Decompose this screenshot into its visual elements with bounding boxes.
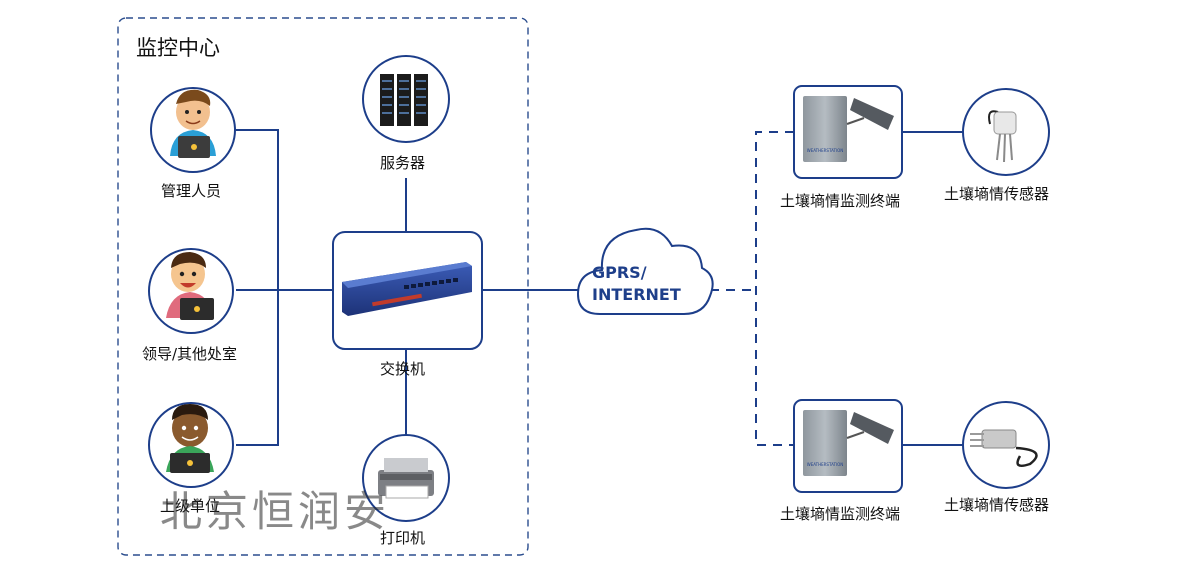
leader-icon [148, 248, 234, 334]
server-icon [362, 55, 450, 143]
terminal-bottom-label: 土壤墒情监测终端 [780, 505, 901, 523]
monitoring-center-title: 监控中心 [136, 36, 220, 60]
sensor-top-icon [962, 88, 1050, 176]
terminal-top-icon: WEATHERSTATION [793, 85, 903, 179]
wireless-links [710, 131, 794, 446]
printer-icon [362, 434, 450, 522]
switch-label: 交换机 [380, 360, 426, 378]
superior-icon [148, 402, 234, 488]
connection-lines [236, 129, 963, 446]
server-label: 服务器 [380, 154, 426, 172]
cloud-label-line2: INTERNET [592, 285, 681, 304]
watermark: 北京恒润安 [160, 487, 391, 536]
terminal-top-brand: WEATHERSTATION [807, 148, 844, 153]
printer-label: 打印机 [380, 529, 426, 547]
leader-label: 领导/其他处室 [142, 345, 238, 363]
sensor-bottom-label: 土壤墒情传感器 [944, 496, 1050, 514]
gprs-internet-cloud [576, 227, 714, 315]
sensor-top-label: 土壤墒情传感器 [944, 185, 1050, 203]
sensor-bottom-icon [962, 401, 1050, 489]
terminal-top-label: 土壤墒情监测终端 [780, 192, 901, 210]
manager-icon [150, 87, 236, 173]
cloud-label-line1: GPRS/ [592, 263, 647, 282]
superior-label: 上级单位 [160, 497, 221, 515]
terminal-bottom-brand: WEATHERSTATION [807, 462, 844, 467]
manager-label: 管理人员 [161, 182, 222, 200]
monitoring-center-boundary [117, 17, 529, 556]
switch-icon [332, 231, 483, 350]
terminal-bottom-icon: WEATHERSTATION [793, 399, 903, 493]
cloud-label: GPRS/ INTERNET [592, 262, 702, 306]
